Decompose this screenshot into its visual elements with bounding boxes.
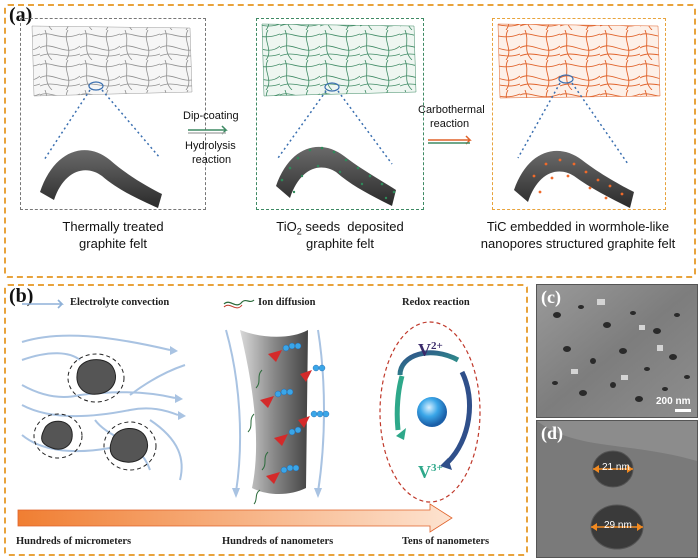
legend-redox: Redox reaction	[402, 297, 470, 308]
panel-c-label: (c)	[541, 287, 561, 307]
step2-caption-line2: graphite felt	[306, 236, 374, 251]
tic-sites	[260, 350, 312, 484]
step1-frame	[20, 18, 206, 210]
arrow1-top-label: Dip-coating	[183, 110, 239, 122]
step2-caption-line1: TiO2 seeds deposited	[276, 219, 404, 237]
step1-caption-line2: graphite felt	[79, 236, 147, 251]
tem-image	[536, 420, 698, 558]
arrow1-bottom-label-line2: reaction	[192, 154, 232, 166]
arrow2-top-label-line2: reaction	[430, 118, 470, 130]
tem-measure-29nm: 29 nm	[604, 520, 632, 531]
legend-convection: Electrolyte convection	[70, 297, 170, 308]
sem-scale-bar-label: 200 nm	[656, 396, 691, 407]
tem-measure-21nm: 21 nm	[602, 462, 630, 473]
arrow1-bottom-label-line1: Hydrolysis	[185, 140, 236, 152]
panel-d-label: (d)	[541, 423, 563, 443]
scale-label-micrometers: Hundreds of micrometers	[16, 536, 132, 547]
vanadium-3-label: V3+	[418, 462, 443, 482]
step1-caption-line1: Thermally treated	[62, 219, 164, 234]
vanadium-2-label: V2+	[418, 340, 443, 360]
panel-b	[4, 284, 528, 556]
scale-label-hundreds-nanometers: Hundreds of nanometers	[222, 536, 334, 547]
step3-caption-line1: TiC embedded in wormhole-like	[486, 219, 670, 234]
arrow2-top-label-line1: Carbothermal	[418, 104, 485, 116]
step3-frame	[492, 18, 666, 210]
panel-b-label: (b)	[9, 285, 34, 307]
panel-a-label: (a)	[9, 4, 33, 26]
graphite-felt-illustrations	[31, 23, 661, 208]
step2-frame	[256, 18, 424, 210]
step3-caption-line2: nanopores structured graphite felt	[480, 236, 676, 251]
legend-diffusion: Ion diffusion	[258, 297, 316, 308]
sem-image	[536, 284, 698, 418]
panel-a	[4, 4, 696, 278]
scale-label-tens-nanometers: Tens of nanometers	[402, 536, 490, 547]
